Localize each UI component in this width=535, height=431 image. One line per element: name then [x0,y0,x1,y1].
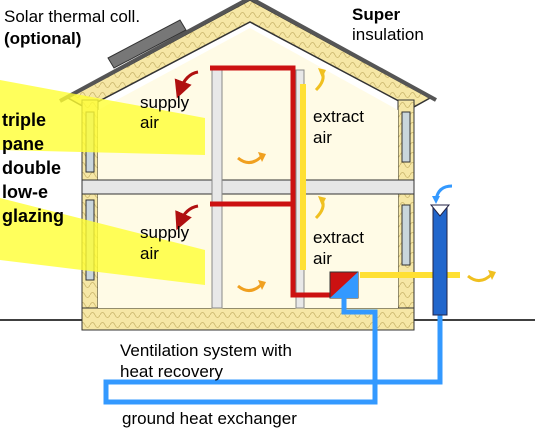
solar-label-line1: Solar thermal coll. [4,7,140,26]
ground-label: ground heat exchanger [122,409,297,428]
sun-ray-upper [0,80,205,155]
supply-duct [210,65,333,298]
supply-upper-label-line1: supply [140,93,190,112]
super-label-line2: insulation [352,25,424,44]
extract-arrow-upper-icon [314,68,326,92]
glazing-label-line5: glazing [2,206,64,226]
window-right-upper [401,111,411,163]
exhaust-arrow-icon [467,270,496,282]
extract-lower-label-line2: air [313,249,332,268]
supply-arrow-lower-icon [175,204,199,231]
air-intake-cap [429,204,451,217]
interior-wall-left [211,69,223,309]
glazing-label-line3: double [2,158,61,178]
solar-label-line2: (optional) [4,29,81,48]
super-label-line1: Super [352,5,401,24]
roof-edge-right [249,0,437,102]
ground-duct [103,215,443,405]
supply-upper-label-line2: air [140,113,159,132]
solar-collector [107,19,187,69]
supply-lower-label-line1: supply [140,223,190,242]
glazing-label-line4: low-e [2,182,48,202]
intermediate-floor [81,179,415,195]
roof-edge [59,0,251,103]
glazing-label-line1: triple [2,110,46,130]
extract-upper-label-line2: air [313,128,332,147]
heat-recovery-unit [329,271,359,299]
flow-arrow-upper-room-icon [237,152,266,164]
supply-lower-label-line2: air [140,244,159,263]
extract-arrow-lower-icon [314,196,326,220]
extract-upper-label-line1: extract [313,107,364,126]
window-right-lower [401,204,411,266]
supply-arrow-upper-icon [174,70,199,99]
intake-arrow-icon [432,184,453,204]
ventilation-label-line1: Ventilation system with [120,341,292,360]
ventilation-label-line2: heat recovery [120,362,223,381]
house-interior [98,28,398,308]
sun-ray-lower [0,198,205,285]
glazing-label-line2: pane [2,134,44,154]
air-intake-stack [432,204,448,316]
extract-lower-label-line1: extract [313,228,364,247]
flow-arrow-lower-room-icon [237,280,266,292]
